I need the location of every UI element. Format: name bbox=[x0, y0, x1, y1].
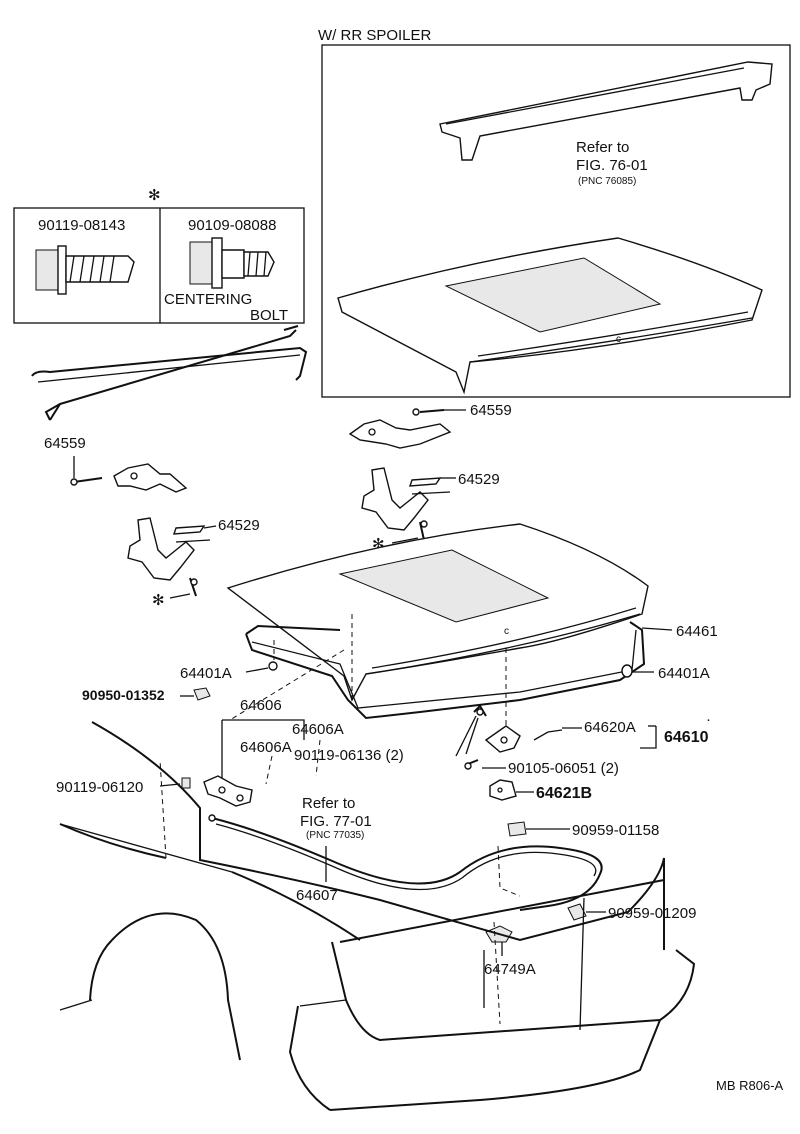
centering-bolt-line2: BOLT bbox=[250, 307, 288, 324]
label-90119-06120: 90119-06120 bbox=[56, 779, 143, 796]
label-64559-right: 64559 bbox=[470, 402, 512, 419]
trunk-lid-with-spoiler-drawing: c bbox=[337, 237, 763, 395]
hinge-right-upper bbox=[348, 408, 466, 449]
star-left: ✻ bbox=[152, 592, 165, 609]
label-90105-06051: 90105-06051 (2) bbox=[508, 760, 619, 777]
striker-64621b bbox=[489, 779, 534, 801]
spoiler-refer-pnc: (PNC 76085) bbox=[578, 176, 636, 187]
spoiler-box-title: W/ RR SPOILER bbox=[318, 27, 432, 44]
refer77-pnc: (PNC 77035) bbox=[306, 830, 364, 841]
label-64401a-right: 64401A bbox=[658, 665, 710, 682]
label-64529-left: 64529 bbox=[218, 517, 260, 534]
release-cable-64607 bbox=[208, 814, 603, 911]
weatherstrip-drawing bbox=[245, 621, 646, 720]
label-64620a: 64620A bbox=[584, 719, 636, 736]
label-64610: 64610 bbox=[664, 729, 709, 746]
label-64559-left: 64559 bbox=[44, 435, 86, 452]
label-64606: 64606 bbox=[240, 697, 282, 714]
label-64461: 64461 bbox=[676, 623, 718, 640]
label-64401a-left: 64401A bbox=[180, 665, 232, 682]
label-64606a-1: 64606A bbox=[292, 721, 344, 738]
label-64606a-2: 64606A bbox=[240, 739, 292, 756]
torsion-bar-drawing bbox=[31, 325, 308, 421]
label-64749a: 64749A bbox=[484, 961, 536, 978]
label-90959-01158: 90959-01158 bbox=[572, 822, 659, 839]
centering-bolt-line1: CENTERING bbox=[164, 291, 252, 308]
diagram-reference-code: MB R806-A bbox=[716, 1078, 784, 1093]
clip-90950 bbox=[180, 687, 211, 701]
mark-dot-64610: · bbox=[706, 711, 711, 728]
label-90950-01352: 90950-01352 bbox=[82, 687, 165, 703]
bumper-stop-right bbox=[621, 664, 654, 678]
label-64529-right: 64529 bbox=[458, 471, 500, 488]
trunk-lid-main-drawing: c bbox=[226, 523, 649, 702]
label-64621b: 64621B bbox=[536, 785, 592, 802]
bolt-a-drawing bbox=[35, 245, 135, 295]
spoiler-variant-box: W/ RR SPOILER Refer to FIG. 76-01 (PNC 7… bbox=[318, 27, 791, 398]
bumper-stop-left bbox=[245, 661, 278, 673]
bolt-a-part-number: 90119-08143 bbox=[38, 217, 125, 234]
spoiler-refer-line1: Refer to bbox=[576, 139, 629, 156]
hinge-left-upper bbox=[70, 456, 188, 493]
rear-spoiler-drawing bbox=[439, 61, 773, 161]
hinge-left-lower bbox=[127, 517, 217, 597]
bolt-90119-06120 bbox=[159, 777, 191, 789]
lid-emblem-mark-top: c bbox=[616, 334, 621, 345]
lid-emblem-mark-main: c bbox=[504, 626, 509, 637]
opener-lever bbox=[203, 775, 253, 807]
bolt-detail-box: ✻ 90119-08143 90109-08088 CENTERING BOLT bbox=[13, 187, 305, 324]
bolt-b-drawing bbox=[189, 237, 275, 289]
refer77-line1: Refer to bbox=[302, 795, 355, 812]
clip-90959-01209 bbox=[567, 903, 606, 921]
bolt-box-star: ✻ bbox=[148, 187, 161, 204]
spoiler-refer-line2: FIG. 76-01 bbox=[576, 157, 648, 174]
lock-assembly bbox=[464, 704, 582, 770]
refer77-line2: FIG. 77-01 bbox=[300, 813, 372, 830]
vehicle-rear-body-outline bbox=[59, 721, 696, 1111]
hinge-right-lower bbox=[361, 467, 456, 541]
label-64607: 64607 bbox=[296, 887, 338, 904]
bolt-b-part-number: 90109-08088 bbox=[188, 217, 276, 234]
label-90119-06136: 90119-06136 (2) bbox=[294, 747, 404, 764]
clip-90959-01158 bbox=[507, 821, 570, 837]
